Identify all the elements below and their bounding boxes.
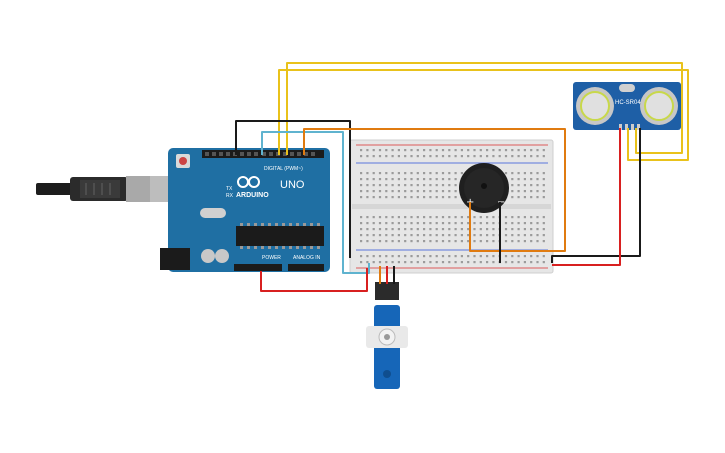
wire-orange-buzzer[interactable] [303, 128, 566, 252]
digital-label: DIGITAL (PWM~) [264, 166, 303, 172]
wire-red-sensor-vcc[interactable] [552, 128, 621, 266]
wire-black-sensor-gnd[interactable] [551, 128, 641, 263]
wire-cyan-signal[interactable] [261, 131, 370, 274]
capacitor [201, 249, 215, 263]
buzzer-minus: − [497, 197, 505, 208]
usb-cable[interactable] [36, 176, 172, 202]
servo-connector [375, 282, 399, 300]
rx-label: RX [226, 193, 234, 199]
microcontroller-chip [236, 226, 324, 246]
ultrasonic-sensor[interactable]: HC-SR04 [573, 82, 681, 130]
piezo-buzzer[interactable]: + − [459, 163, 509, 213]
breadboard-holes [360, 149, 545, 264]
tx-label: TX [226, 186, 233, 192]
sensor-crystal [619, 84, 635, 92]
wire-yellow-trig[interactable] [278, 69, 689, 161]
power-header [234, 264, 282, 271]
wires [235, 62, 689, 292]
power-jack[interactable] [160, 248, 190, 270]
power-label: POWER [262, 255, 281, 261]
wire-black-gnd-top[interactable] [235, 120, 351, 258]
arduino-brand: ARDUINO [236, 192, 269, 199]
sensor-model: HC-SR04 [615, 100, 641, 106]
servo-motor[interactable] [366, 282, 408, 389]
wire-yellow-echo[interactable] [286, 62, 683, 155]
wire-red-5v[interactable] [260, 268, 368, 292]
arduino-model: UNO [280, 179, 305, 191]
arduino-uno-board[interactable]: DIGITAL (PWM~) TX RX ARDUINO UNO [160, 148, 330, 272]
analog-header [288, 264, 324, 271]
breadboard[interactable] [349, 139, 554, 274]
crystal [200, 208, 226, 218]
analog-label: ANALOG IN [293, 255, 321, 261]
capacitor [215, 249, 229, 263]
arduino-logo [237, 176, 260, 188]
